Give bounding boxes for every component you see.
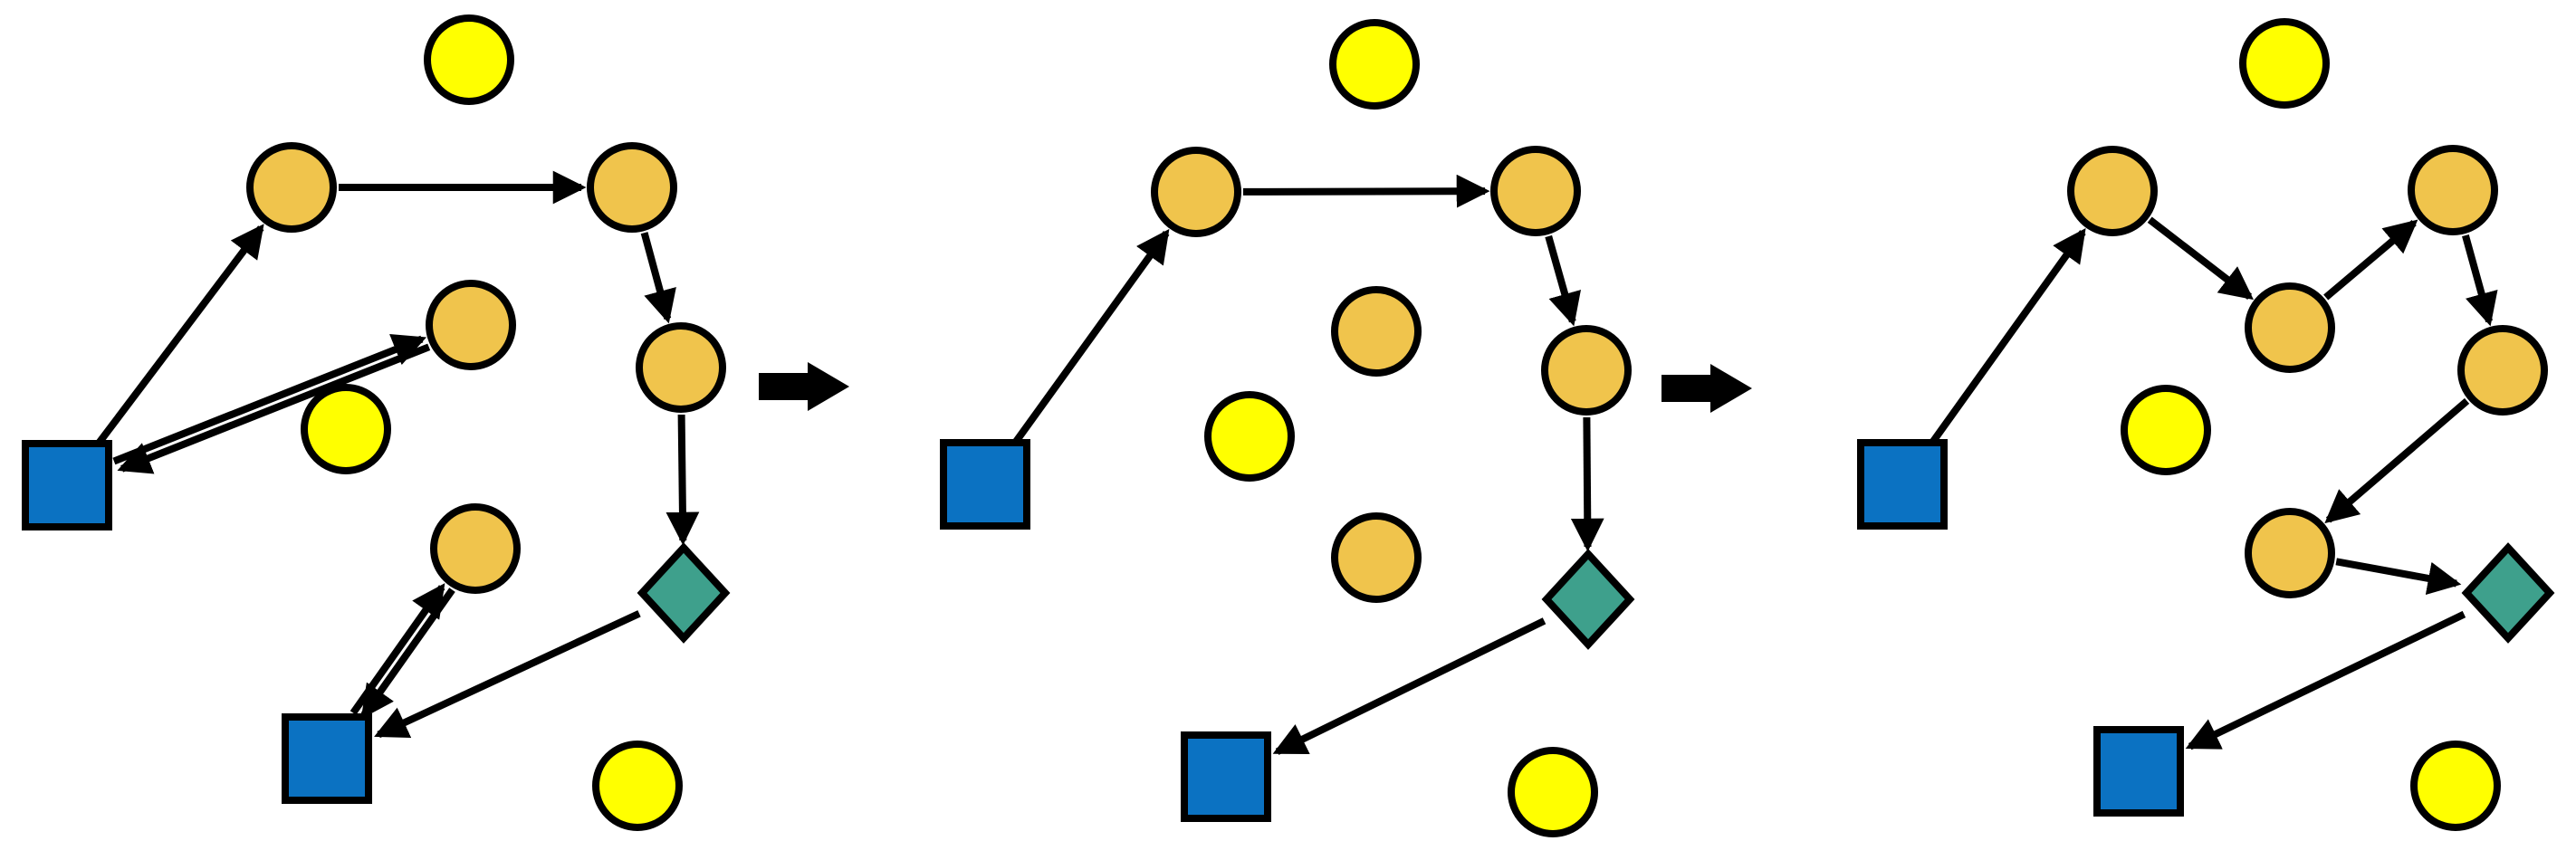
panel-2-goal-diamond-node xyxy=(1541,549,1635,650)
panel-1-agent-2-square-node xyxy=(282,713,372,804)
edge-task-c-to-task-b xyxy=(2323,219,2418,301)
panel-2-idle-mid-circle-node xyxy=(1204,391,1295,482)
panel-2-task-e-circle-node xyxy=(1331,512,1422,603)
panel-1-idle-mid-circle-node xyxy=(301,384,391,474)
edge-task-a-to-task-c xyxy=(2147,216,2254,301)
edge-goal-to-agent-2 xyxy=(1272,617,1547,755)
edge-agent-1-to-task-a xyxy=(1012,228,1170,444)
panel-3-goal-diamond-node xyxy=(2461,542,2555,644)
panel-3 xyxy=(1857,18,2555,831)
edge-task-e-to-goal xyxy=(2335,558,2462,596)
panel-2-task-b-circle-node xyxy=(1490,146,1581,236)
panel-3-task-a-circle-node xyxy=(2067,146,2158,236)
step-arrow-1-right-arrow-icon xyxy=(759,362,849,411)
panel-2-agent-2-square-node xyxy=(1181,731,1271,822)
edge-task-e-to-agent-2 xyxy=(360,588,455,720)
panel-3-task-b-circle-node xyxy=(2408,145,2498,235)
edge-goal-to-agent-2 xyxy=(374,610,641,739)
panel-1-task-d-circle-node xyxy=(636,322,726,413)
panel-3-task-e-circle-node xyxy=(2245,508,2335,598)
edge-task-a-to-task-b xyxy=(1242,174,1490,208)
panel-2-task-a-circle-node xyxy=(1151,147,1241,237)
panel-1-task-e-circle-node xyxy=(430,503,521,594)
panel-3-idle-top-circle-node xyxy=(2239,18,2330,109)
panel-2-idle-bottom-circle-node xyxy=(1508,747,1598,837)
edge-agent-1-to-task-c xyxy=(112,333,427,465)
edge-agent-1-to-task-a xyxy=(1930,228,2086,444)
panel-2-agent-1-square-node xyxy=(940,439,1030,530)
panel-3-task-d-circle-node xyxy=(2457,325,2548,416)
panel-2-task-c-circle-node xyxy=(1331,286,1422,377)
panel-1-agent-1-square-node xyxy=(22,440,112,530)
panel-1-idle-top-circle-node xyxy=(424,14,514,105)
panel-1-goal-diamond-node xyxy=(637,542,731,644)
panel-2-idle-top-circle-node xyxy=(1329,19,1420,110)
panel-3-idle-mid-circle-node xyxy=(2121,385,2211,475)
panel-1-task-b-circle-node xyxy=(587,142,677,233)
panel-1-task-c-circle-node xyxy=(426,280,516,370)
edge-task-b-to-task-d xyxy=(2462,234,2498,327)
panel-2 xyxy=(940,19,1635,837)
edge-task-b-to-task-d xyxy=(640,232,676,324)
panel-1-task-a-circle-node xyxy=(246,142,337,233)
panel-3-agent-2-square-node xyxy=(2093,726,2184,817)
panel-3-idle-bottom-circle-node xyxy=(2410,741,2501,831)
edge-task-d-to-task-e xyxy=(2324,397,2470,524)
panel-1-idle-bottom-circle-node xyxy=(592,741,683,831)
edge-task-d-to-goal xyxy=(1570,416,1604,552)
panel-2-task-d-circle-node xyxy=(1541,325,1632,416)
step-arrow-2-right-arrow-icon xyxy=(1661,364,1752,413)
panel-3-agent-1-square-node xyxy=(1857,439,1948,530)
edge-task-b-to-task-d xyxy=(1545,234,1581,327)
edge-task-d-to-goal xyxy=(666,414,700,546)
panel-1 xyxy=(22,14,731,831)
edge-task-c-to-agent-1 xyxy=(117,343,431,474)
edge-agent-1-to-task-a xyxy=(95,224,264,446)
panel-3-task-c-circle-node xyxy=(2245,282,2335,373)
edge-goal-to-agent-2 xyxy=(2185,610,2466,750)
